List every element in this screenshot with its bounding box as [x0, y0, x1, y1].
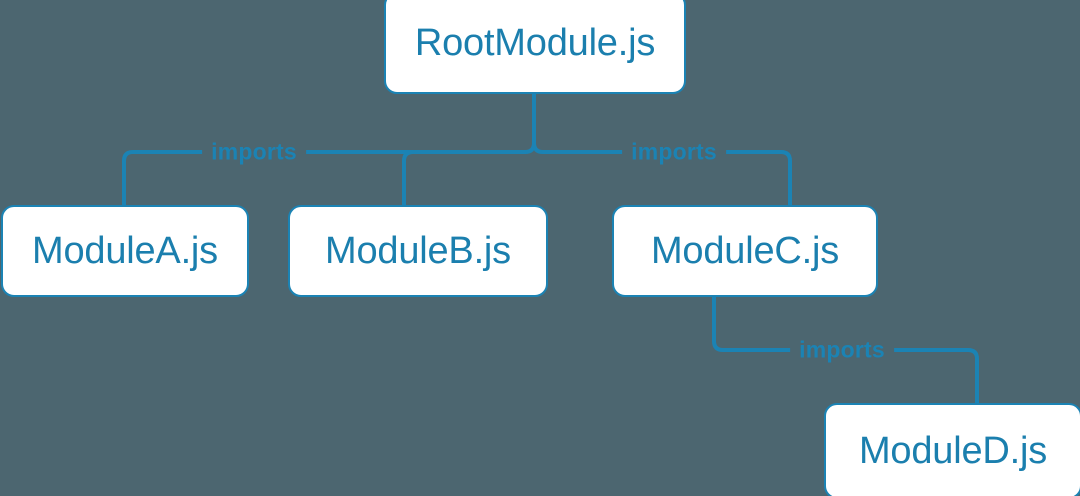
- edge-label-root-to-moduleC: imports: [622, 140, 726, 164]
- node-moduleA[interactable]: ModuleA.js: [1, 205, 249, 297]
- node-moduleA-label: ModuleA.js: [32, 229, 218, 272]
- node-moduleD[interactable]: ModuleD.js: [824, 403, 1080, 496]
- node-root-label: RootModule.js: [414, 21, 656, 64]
- edge-root-to-moduleB: [402, 150, 415, 207]
- node-root[interactable]: RootModule.js: [384, 0, 686, 94]
- edge-label-moduleC-to-moduleD: imports: [790, 338, 894, 362]
- edge-label-root-to-moduleA: imports: [202, 140, 306, 164]
- node-moduleD-label: ModuleD.js: [858, 429, 1048, 472]
- edge-root-stem: [523, 91, 536, 154]
- edge-root-stem-right: [532, 91, 545, 154]
- node-moduleB[interactable]: ModuleB.js: [288, 205, 548, 297]
- edge-root-to-moduleA: [122, 150, 527, 207]
- node-moduleC-label: ModuleC.js: [650, 229, 840, 272]
- node-moduleC[interactable]: ModuleC.js: [612, 205, 878, 297]
- node-moduleB-label: ModuleB.js: [325, 229, 511, 272]
